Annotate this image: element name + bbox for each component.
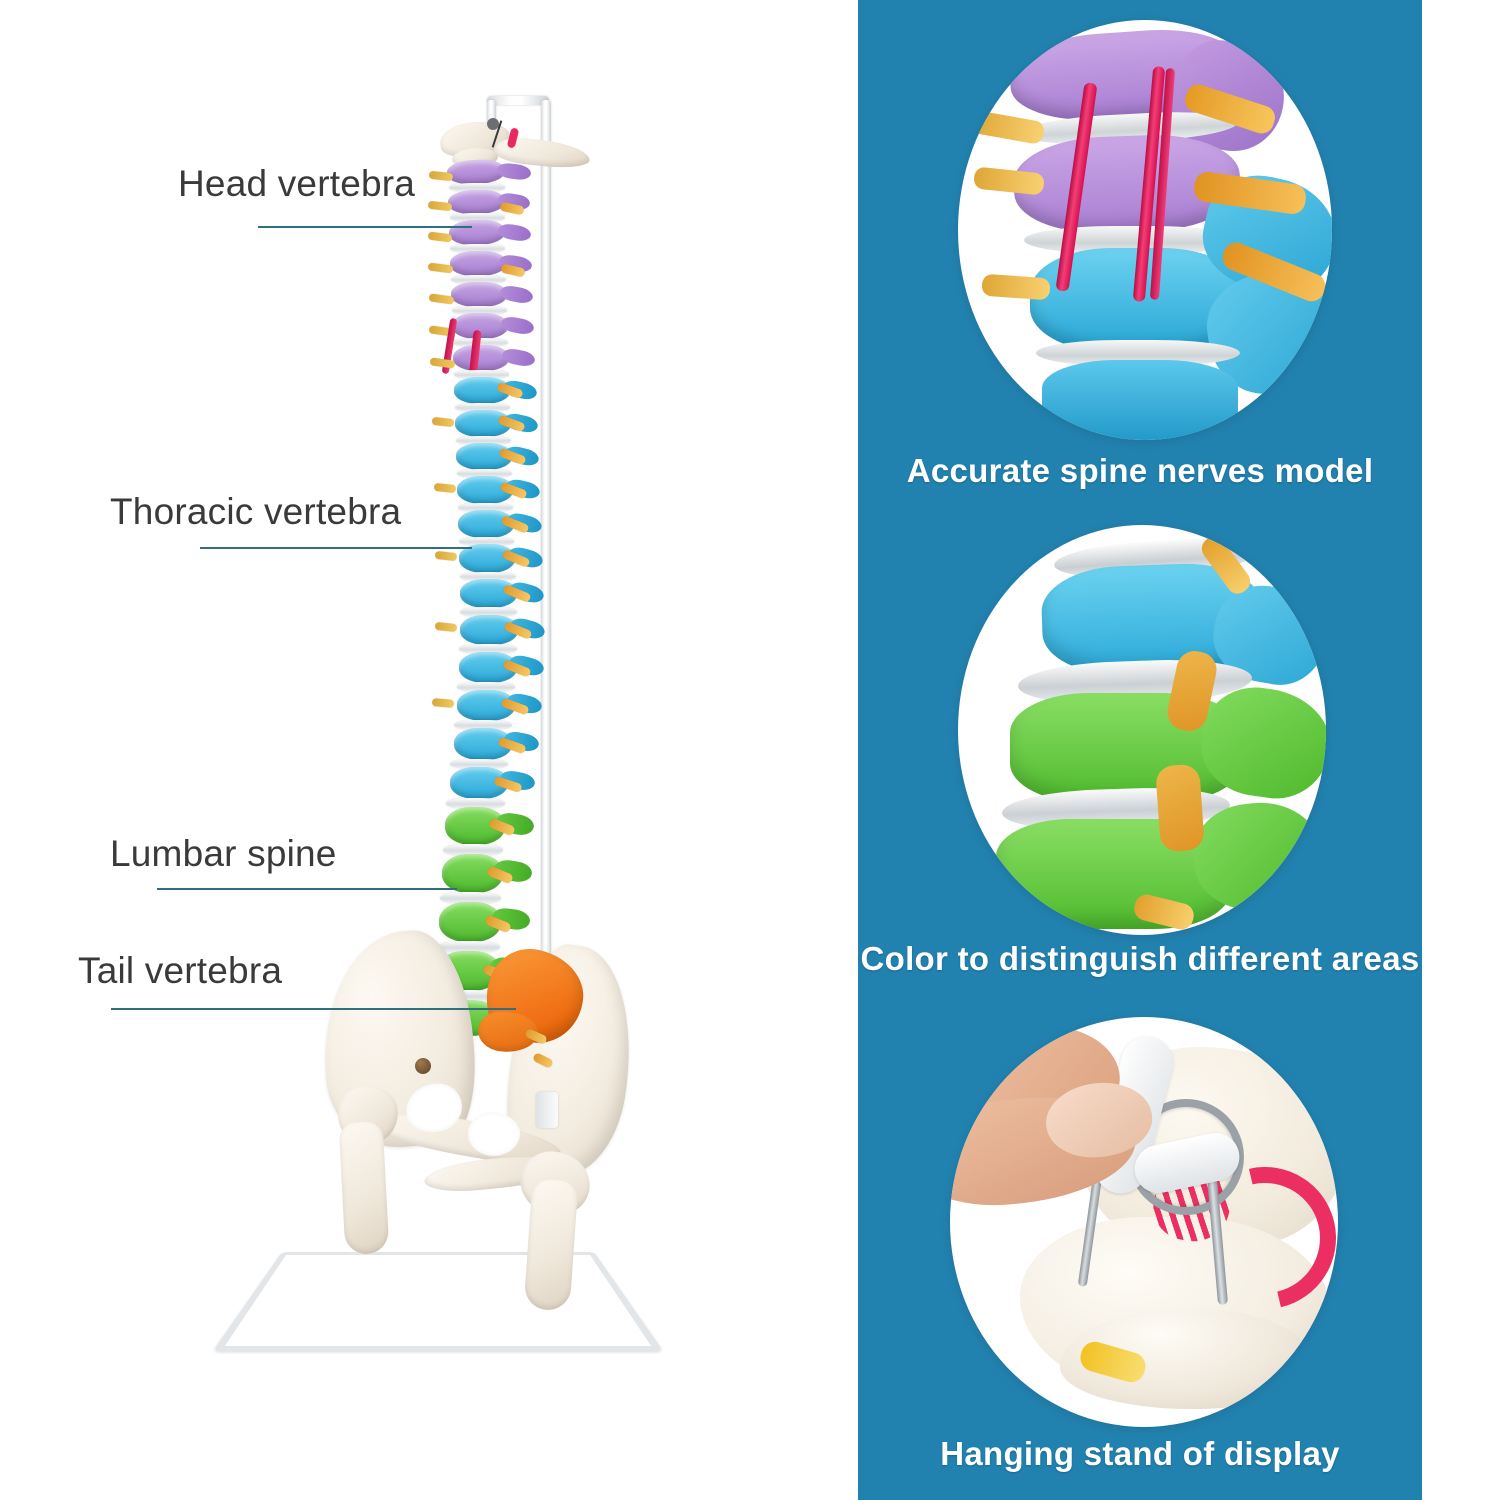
callout-leader-line xyxy=(157,888,457,890)
feature-photo-nerves[interactable] xyxy=(958,20,1332,440)
disc xyxy=(440,892,501,904)
nerve-root xyxy=(427,262,454,274)
disc xyxy=(446,798,505,809)
stand-top-arm xyxy=(487,96,549,105)
callout-label-text: Tail vertebra xyxy=(78,950,283,991)
vertebra-cervical xyxy=(447,189,506,215)
stand-clamp xyxy=(536,1092,558,1128)
assembly-screw xyxy=(415,1058,431,1074)
feature-caption: Accurate spine nerves model xyxy=(906,452,1374,489)
disc xyxy=(451,275,506,284)
callout-label-text: Thoracic vertebra xyxy=(110,491,402,532)
vertebra-cervical xyxy=(448,219,506,246)
vertebra-cervical xyxy=(451,282,507,307)
callout-label-text: Head vertebra xyxy=(178,163,416,204)
right-white-margin xyxy=(1422,0,1500,1500)
disc xyxy=(450,244,505,253)
spinous-process xyxy=(498,283,535,306)
nerve-root-yellow xyxy=(981,273,1051,301)
disc xyxy=(450,759,508,769)
spinous-process xyxy=(499,314,536,337)
nerve-root xyxy=(431,698,455,708)
disc xyxy=(459,644,517,654)
nerve-root xyxy=(427,231,453,243)
disc xyxy=(443,844,503,856)
nerve-root xyxy=(429,357,456,369)
femur-stub-left xyxy=(338,1120,390,1256)
disc xyxy=(455,403,510,412)
disc xyxy=(454,370,509,379)
nerve-root xyxy=(427,200,453,212)
nerve-root-yellow xyxy=(970,109,1046,146)
femur-stub-right xyxy=(523,1178,579,1312)
disc xyxy=(450,213,505,222)
stand-hook xyxy=(487,100,496,130)
feature-color-areas: Color to distinguish different areas xyxy=(858,490,1422,990)
spinous-process xyxy=(500,346,537,369)
disc xyxy=(452,306,507,315)
disc xyxy=(454,720,512,730)
spinous-process xyxy=(496,222,533,243)
product-photo-panel: Head vertebra Thoracic vertebra Lumbar s… xyxy=(78,96,664,1352)
nerve-root xyxy=(431,416,455,428)
disc xyxy=(457,469,512,478)
disc xyxy=(453,338,508,347)
vertebra-cervical xyxy=(449,250,507,277)
features-panel: Accurate spine nerves model Color to d xyxy=(858,0,1422,1500)
vertebra-cervical xyxy=(453,345,509,371)
stand-vertical-rod xyxy=(541,100,551,1260)
disc xyxy=(457,682,515,692)
spine-model xyxy=(313,118,648,1312)
thoracic-vertebra-bottom xyxy=(1042,360,1238,440)
feature-caption: Hanging stand of display xyxy=(940,1435,1340,1472)
disc xyxy=(456,436,511,445)
feature-caption: Color to distinguish different areas xyxy=(860,940,1420,977)
nerve-root xyxy=(428,170,454,182)
callout-leader-line xyxy=(111,1008,516,1010)
spinous-process xyxy=(496,161,532,182)
disc xyxy=(458,503,513,512)
feature-accurate-spine-nerves: Accurate spine nerves model xyxy=(858,0,1422,500)
nerve-root xyxy=(434,550,458,562)
disc xyxy=(449,183,505,192)
disc xyxy=(460,572,516,581)
nerve-root-yellow xyxy=(1155,763,1205,853)
callout-leader-line xyxy=(200,547,472,549)
callout-label-text: Lumbar spine xyxy=(110,833,337,874)
disc xyxy=(460,607,517,617)
feature-hanging-stand: Hanging stand of display xyxy=(858,985,1422,1500)
disc xyxy=(459,537,514,546)
disc xyxy=(438,941,500,953)
hook-anchor xyxy=(487,118,499,130)
nerve-root xyxy=(433,482,457,494)
feature-photo-hanging-stand[interactable] xyxy=(950,1017,1338,1427)
nerve-root xyxy=(434,621,458,633)
feature-photo-colors[interactable] xyxy=(958,525,1326,935)
callout-leader-line xyxy=(258,226,472,228)
